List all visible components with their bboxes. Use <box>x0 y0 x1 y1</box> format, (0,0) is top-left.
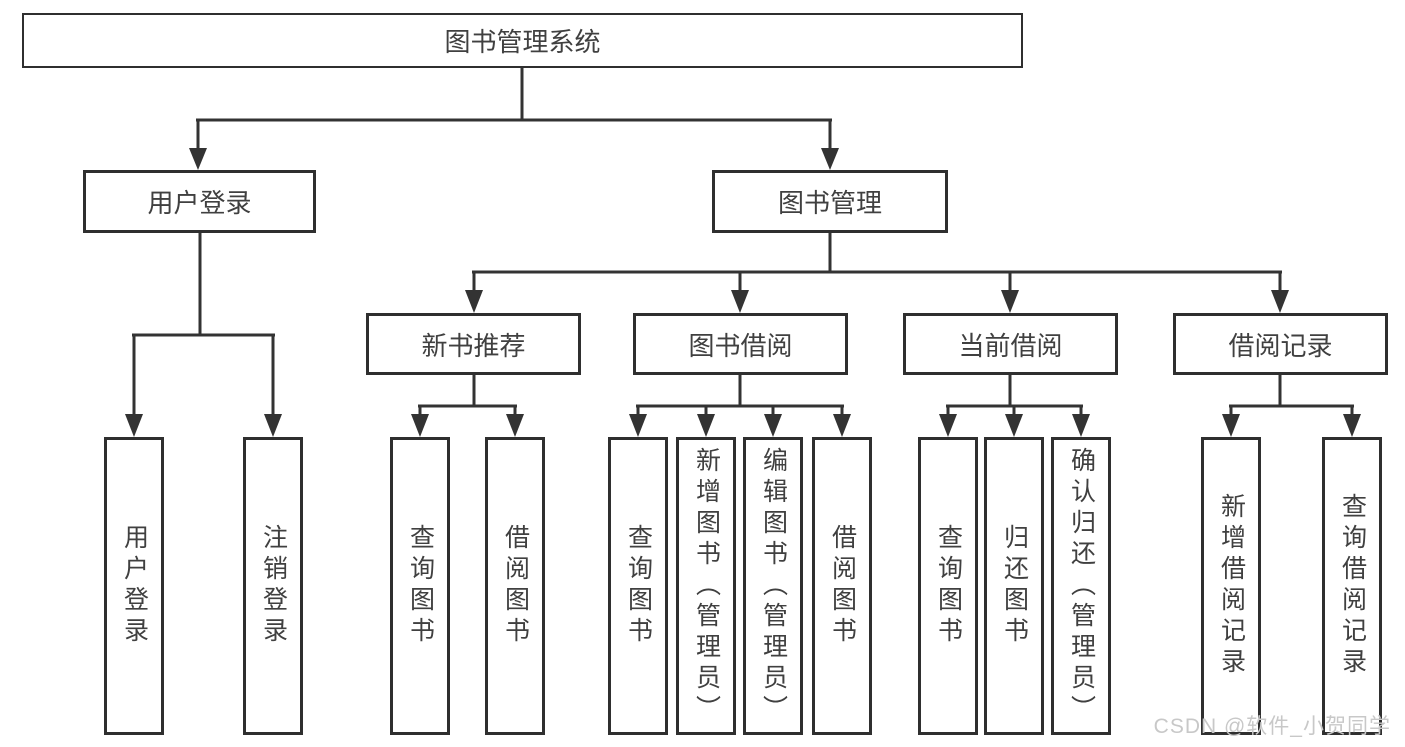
connector-book-borrow-to-leaves <box>629 375 851 437</box>
leaf-add-book-admin: 新增图书（管理员） <box>676 437 736 735</box>
node-new-book-recommend: 新书推荐 <box>366 313 581 375</box>
node-book-management: 图书管理 <box>712 170 948 233</box>
connector-new-book-recommend-to-leaves <box>411 375 524 437</box>
leaf-edit-book-admin: 编辑图书（管理员） <box>743 437 803 735</box>
leaf-query-books-current: 查询图书 <box>918 437 978 735</box>
leaf-query-borrow-record: 查询借阅记录 <box>1322 437 1382 735</box>
node-user-login: 用户登录 <box>83 170 316 233</box>
connector-user-login-to-leaves <box>125 233 282 437</box>
leaf-logout: 注销登录 <box>243 437 303 735</box>
csdn-watermark: CSDN @软件_小贺同学 <box>1153 715 1391 738</box>
leaf-borrow-books-borrow: 借阅图书 <box>812 437 872 735</box>
connector-book-management-to-level3 <box>465 233 1289 313</box>
connector-borrow-records-to-leaves <box>1222 375 1361 437</box>
connector-current-borrow-to-leaves <box>939 375 1090 437</box>
leaf-user-login: 用户登录 <box>104 437 164 735</box>
node-library-management-system: 图书管理系统 <box>22 13 1023 68</box>
leaf-query-books-borrow: 查询图书 <box>608 437 668 735</box>
node-borrow-records: 借阅记录 <box>1173 313 1388 375</box>
leaf-add-borrow-record: 新增借阅记录 <box>1201 437 1261 735</box>
leaf-borrow-books-recommend: 借阅图书 <box>485 437 545 735</box>
leaf-confirm-return-admin: 确认归还（管理员） <box>1051 437 1111 735</box>
leaf-return-book: 归还图书 <box>984 437 1044 735</box>
node-book-borrow: 图书借阅 <box>633 313 848 375</box>
node-current-borrow: 当前借阅 <box>903 313 1118 375</box>
leaf-query-books-recommend: 查询图书 <box>390 437 450 735</box>
connector-root-to-level2 <box>189 68 839 170</box>
